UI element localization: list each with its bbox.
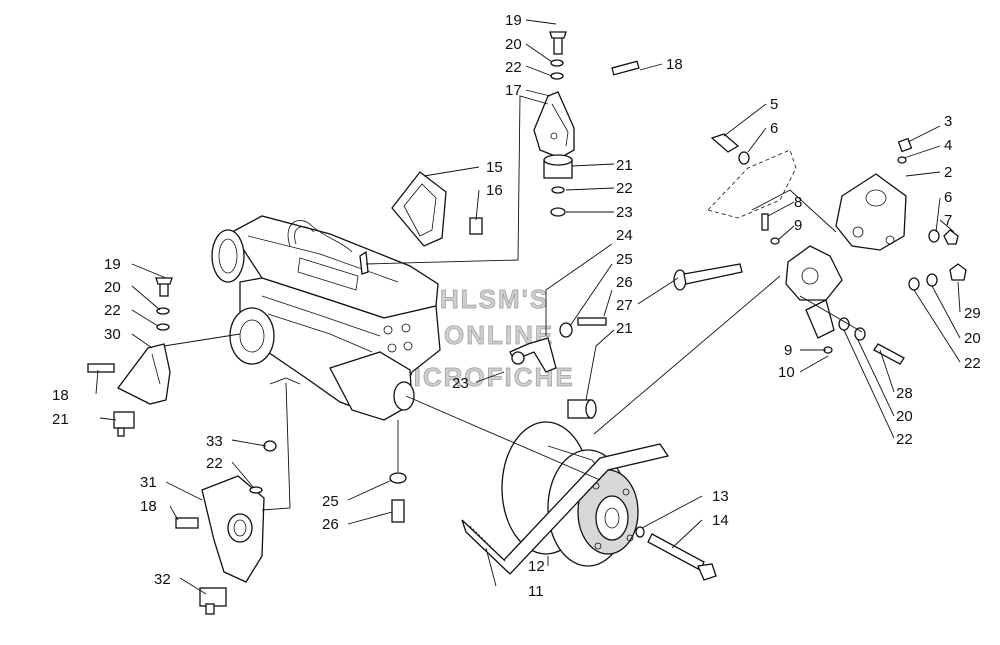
callout-24: 24: [616, 227, 633, 244]
callout-33: 33: [206, 433, 223, 450]
callout-labels: 19 20 22 18 17 15 16 21 22 23 24 25 26 2…: [52, 12, 981, 600]
callout-25-bottom: 25: [322, 493, 339, 510]
callout-12: 12: [528, 558, 545, 575]
callout-20-left: 20: [104, 279, 121, 296]
leader-lines: [95, 19, 961, 595]
callout-19-top: 19: [505, 12, 522, 29]
callout-29: 29: [964, 305, 981, 322]
bolt-washer-25-26: [389, 472, 407, 523]
callout-21-top: 21: [616, 157, 633, 174]
right-bracket-assembly: [673, 133, 967, 365]
callout-20-top: 20: [505, 36, 522, 53]
callout-20-right: 20: [964, 330, 981, 347]
callout-6-right: 6: [944, 189, 952, 206]
callout-15: 15: [486, 159, 503, 176]
clutch-and-belt: [461, 421, 717, 581]
callout-19-left: 19: [104, 256, 121, 273]
callout-17: 17: [505, 82, 522, 99]
callout-6-left: 6: [770, 120, 778, 137]
callout-18-bracket: 18: [140, 498, 157, 515]
callout-3: 3: [944, 113, 952, 130]
callout-16: 16: [486, 182, 503, 199]
callout-30: 30: [104, 326, 121, 343]
callout-25-mid: 25: [616, 251, 633, 268]
callout-4: 4: [944, 137, 952, 154]
callout-23-top: 23: [616, 204, 633, 221]
top-mount-stack: [533, 31, 640, 217]
callout-13: 13: [712, 488, 729, 505]
callout-20-lower: 20: [896, 408, 913, 425]
callout-26-bottom: 26: [322, 516, 339, 533]
callout-21-left: 21: [52, 411, 69, 428]
callout-11: 11: [528, 583, 544, 600]
callout-27: 27: [616, 297, 633, 314]
callout-21-mid: 21: [616, 320, 633, 337]
callout-22-lower: 22: [896, 431, 913, 448]
callout-18-top: 18: [666, 56, 683, 73]
callout-22-left: 22: [104, 302, 121, 319]
callout-2: 2: [944, 164, 952, 181]
callout-22-bracket: 22: [206, 455, 223, 472]
callout-26-mid: 26: [616, 274, 633, 291]
watermark-line-1: HLSM'S: [440, 284, 549, 314]
engine: [211, 215, 441, 421]
callout-18-left: 18: [52, 387, 69, 404]
callout-22-top: 22: [505, 59, 522, 76]
left-mount-stack: [87, 277, 173, 437]
callout-7: 7: [944, 212, 952, 229]
callout-22-right: 22: [964, 355, 981, 372]
middle-small-parts: [509, 317, 607, 419]
callout-14: 14: [712, 512, 729, 529]
callout-9-top: 9: [794, 217, 802, 234]
callout-28: 28: [896, 385, 913, 402]
callout-10: 10: [778, 364, 795, 381]
callout-32: 32: [154, 571, 171, 588]
callout-5: 5: [770, 96, 778, 113]
watermark: HLSM'S ONLINE MICROFICHE: [390, 284, 575, 393]
watermark-line-3: MICROFICHE: [390, 362, 575, 392]
callout-8: 8: [794, 194, 802, 211]
callout-31: 31: [140, 474, 157, 491]
callout-23-mid: 23: [452, 375, 469, 392]
callout-22-mount: 22: [616, 180, 633, 197]
callout-9-bottom: 9: [784, 342, 792, 359]
bracket-15-16: [391, 171, 483, 247]
lower-left-bracket: [175, 440, 277, 615]
